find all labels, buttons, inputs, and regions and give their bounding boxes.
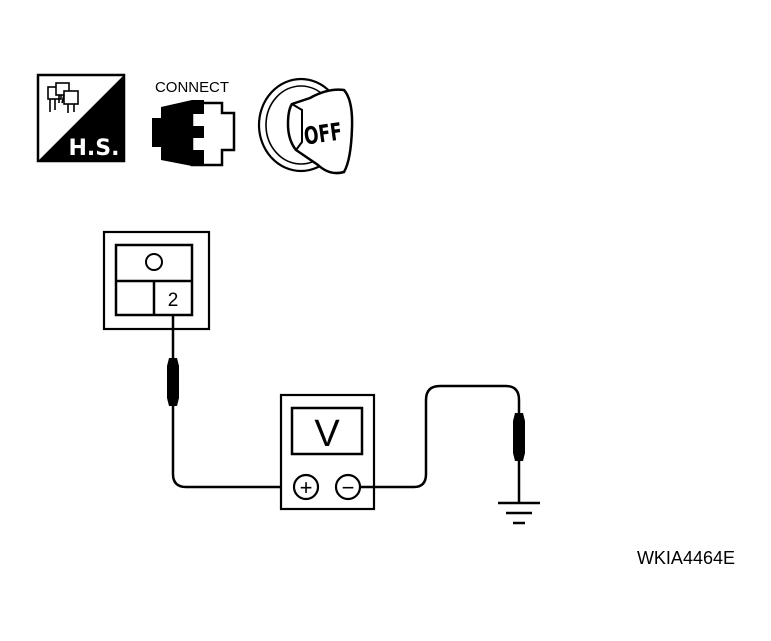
connect-label: CONNECT xyxy=(155,79,229,96)
voltmeter-display: V xyxy=(314,413,340,455)
positive-probe xyxy=(167,316,292,489)
voltmeter: V + − xyxy=(279,393,376,511)
harness-pictogram xyxy=(47,82,79,113)
negative-terminal: − xyxy=(334,473,362,501)
connector-left-half xyxy=(152,100,204,166)
harness-side-icon: H.S. xyxy=(36,73,126,163)
negative-probe xyxy=(360,384,525,503)
positive-symbol: + xyxy=(300,475,313,500)
positive-lead xyxy=(171,406,292,489)
harness-connector: 2 xyxy=(102,230,211,331)
connector-lock-tab xyxy=(145,253,163,271)
figure-id: WKIA4464E xyxy=(637,548,735,568)
ground-symbol xyxy=(498,501,540,525)
key-head xyxy=(286,88,354,175)
harness-side-label: H.S. xyxy=(69,136,120,161)
negative-symbol: − xyxy=(342,475,355,500)
ignition-key-off-icon: OFF xyxy=(257,77,354,175)
negative-lead xyxy=(360,384,521,489)
ignition-off-label: OFF xyxy=(302,117,344,150)
connector-icon: CONNECT xyxy=(152,79,236,167)
positive-terminal: + xyxy=(292,473,320,501)
terminal-label: 2 xyxy=(168,290,179,311)
